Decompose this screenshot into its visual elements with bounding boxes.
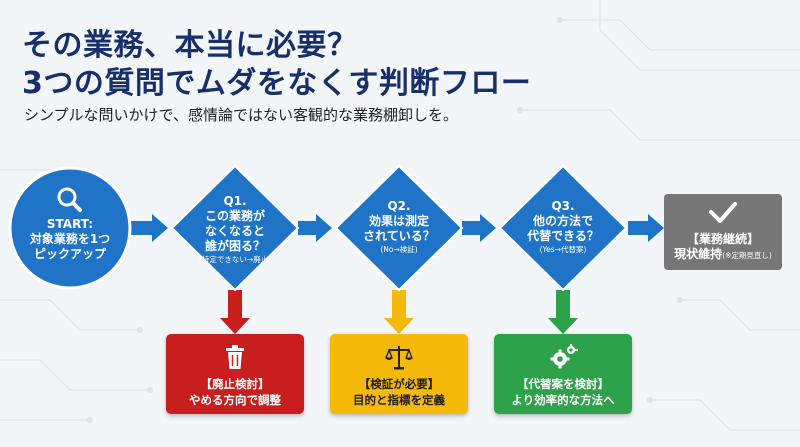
- down-arrow-q1-head: [220, 318, 250, 334]
- outcome-box-alternative: 【代替案を検討】 より効率的な方法へ: [494, 334, 632, 414]
- q2-line-2: されている？: [363, 229, 435, 243]
- arrow-q3-end-head: [648, 214, 664, 242]
- end-note: (※定期見直し): [722, 251, 772, 260]
- down-arrow-q3-shaft: [556, 290, 570, 320]
- q1-number: Q1.: [223, 194, 247, 208]
- q2-line-1: 効果は測定: [368, 214, 429, 228]
- trash-icon: [226, 345, 244, 369]
- down-arrow-q1-shaft: [228, 290, 242, 320]
- outcome-abolish-body: やめる方向で調整: [189, 393, 281, 407]
- arrow-start-q1-head: [152, 214, 168, 242]
- start-line-2: 対象業務を1つ: [29, 232, 111, 246]
- outcome-verify-body: 目的と指標を定義: [353, 393, 445, 407]
- down-arrow-q2-head: [384, 318, 414, 334]
- q3-number: Q3.: [551, 199, 575, 213]
- title-line-2: 3つの質問でムダをなくす判断フロー: [22, 66, 532, 101]
- check-icon: [709, 202, 737, 223]
- arrow-q2-q3-shaft: [462, 221, 482, 235]
- start-line-1: START:: [46, 217, 94, 231]
- q3-diamond: [498, 164, 628, 292]
- outcome-alternative-body: より効率的な方法へ: [511, 393, 615, 407]
- end-box: [664, 194, 782, 270]
- q1-note: (特定できない→廃止): [198, 255, 272, 264]
- start-circle: [8, 166, 132, 290]
- outcome-box-verify: 【検証が必要】 目的と指標を定義: [330, 334, 468, 414]
- down-arrow-q2-shaft: [392, 290, 406, 320]
- outcome-abolish-title: 【廃止検討】: [200, 377, 270, 391]
- q3-line-2: 代替できる？: [527, 229, 599, 243]
- q3-note: (Yes→代替案): [539, 245, 587, 254]
- search-icon: [57, 187, 82, 212]
- arrow-start-q1-shaft: [128, 221, 154, 235]
- scale-icon: [385, 346, 413, 370]
- title-line-1: その業務、本当に必要？: [22, 28, 358, 63]
- arrow-q3-end-shaft: [628, 221, 650, 235]
- outcome-verify-title: 【検証が必要】: [358, 377, 440, 391]
- end-body: 現状維持: [674, 247, 723, 261]
- outcome-box-abolish: 【廃止検討】 やめる方向で調整: [166, 334, 304, 414]
- q1-label: Q1. この業務が なくなると 誰が困る？ (特定できない→廃止): [185, 194, 285, 265]
- q2-number: Q2.: [387, 199, 411, 213]
- q2-note: (No→検証): [380, 245, 418, 254]
- subtitle: シンプルな問いかけで、感情論ではない客観的な業務棚卸しを。: [24, 106, 458, 124]
- down-arrows: [220, 290, 578, 334]
- q2-label: Q2. 効果は測定 されている？ (No→検証): [349, 199, 449, 255]
- q2-diamond: [334, 164, 464, 292]
- end-title: 【業務継続】: [686, 232, 759, 246]
- end-label: 【業務継続】 現状維持(※定期見直し): [664, 232, 782, 262]
- start-line-3: ピックアップ: [33, 247, 106, 261]
- arrow-q1-q2-shaft: [298, 221, 318, 235]
- outcome-alternative-title: 【代替案を検討】: [517, 377, 609, 391]
- q1-line-1: この業務が: [204, 209, 265, 223]
- q1-line-2: なくなると: [204, 224, 265, 238]
- start-label: START: 対象業務を1つ ピックアップ: [10, 217, 130, 262]
- flow-arrows: [128, 214, 664, 242]
- q1-line-3: 誰が困る？: [204, 239, 265, 253]
- down-arrow-q3-head: [548, 318, 578, 334]
- arrow-q2-q3-head: [480, 214, 496, 242]
- q1-diamond: [170, 164, 300, 292]
- arrow-q1-q2-head: [316, 214, 332, 242]
- q3-label: Q3. 他の方法で 代替できる？ (Yes→代替案): [513, 199, 613, 255]
- gears-icon: [550, 344, 578, 369]
- q3-line-1: 他の方法で: [532, 214, 593, 228]
